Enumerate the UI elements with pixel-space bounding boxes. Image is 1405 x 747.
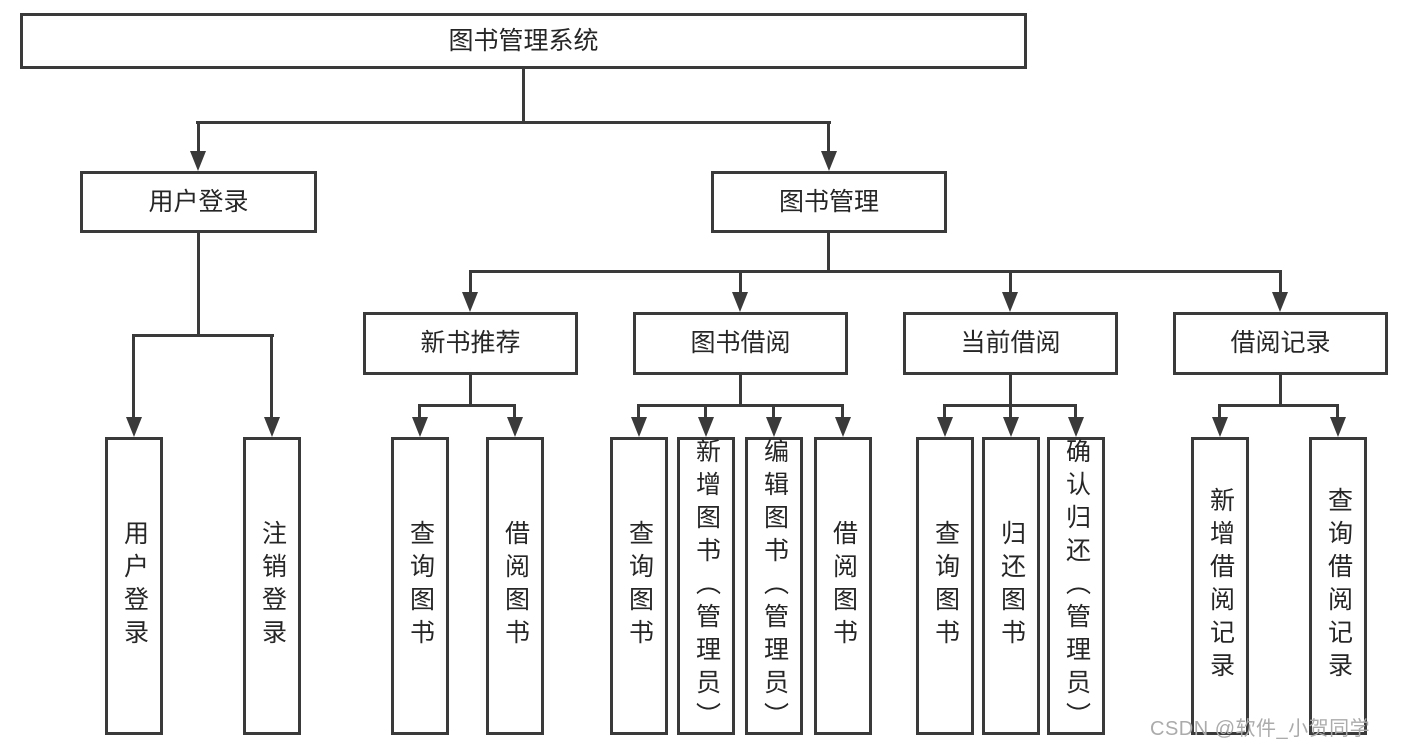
- node-user-login: 用户登录: [80, 171, 317, 233]
- connector-arrowhead: [1330, 417, 1346, 437]
- connector-line: [1009, 375, 1012, 407]
- connector-line: [841, 404, 844, 418]
- connector-line: [637, 404, 844, 407]
- node-borrowing-records: 借阅记录: [1173, 312, 1388, 375]
- node-current-borrowing: 当前借阅: [903, 312, 1118, 375]
- connector-line: [1279, 270, 1282, 295]
- watermark-text: CSDN @软件_小贺同学: [1150, 718, 1371, 740]
- connector-line: [522, 68, 525, 123]
- connector-line: [132, 334, 135, 420]
- connector-line: [1336, 404, 1339, 418]
- connector-line: [1074, 404, 1077, 418]
- connector-arrowhead: [190, 151, 206, 171]
- connector-line: [1218, 404, 1221, 418]
- connector-line: [943, 404, 946, 418]
- connector-line: [739, 375, 742, 407]
- leaf-add-book-admin: 新增图书（管理员）: [677, 437, 735, 735]
- connector-arrowhead: [1068, 417, 1084, 437]
- leaf-add-borrow-record: 新增借阅记录: [1191, 437, 1249, 735]
- leaf-label: 新增图书（管理员）: [692, 437, 721, 735]
- node-book-management: 图书管理: [711, 171, 947, 233]
- connector-line: [197, 233, 200, 337]
- connector-arrowhead: [766, 417, 782, 437]
- connector-arrowhead: [732, 292, 748, 312]
- connector-line: [739, 270, 742, 295]
- leaf-label: 查询图书: [625, 520, 654, 652]
- connector-line: [772, 404, 775, 418]
- leaf-borrow-books-recommend: 借阅图书: [486, 437, 544, 735]
- leaf-query-books-recommend: 查询图书: [391, 437, 449, 735]
- connector-line: [418, 404, 516, 407]
- connector-arrowhead: [631, 417, 647, 437]
- leaf-label: 用户登录: [120, 520, 149, 652]
- connector-line: [513, 404, 516, 418]
- connector-arrowhead: [1002, 292, 1018, 312]
- connector-line: [132, 334, 274, 337]
- leaf-label: 归还图书: [997, 520, 1026, 652]
- node-book-borrowing: 图书借阅: [633, 312, 848, 375]
- connector-arrowhead: [126, 417, 142, 437]
- connector-arrowhead: [937, 417, 953, 437]
- leaf-query-books-current: 查询图书: [916, 437, 974, 735]
- connector-line: [637, 404, 640, 418]
- leaf-user-login: 用户登录: [105, 437, 163, 735]
- connector-line: [196, 121, 831, 124]
- leaf-label: 确认归还（管理员）: [1062, 437, 1091, 735]
- connector-line: [469, 270, 472, 295]
- connector-line: [469, 375, 472, 407]
- leaf-query-books-borrowing: 查询图书: [610, 437, 668, 735]
- connector-arrowhead: [462, 292, 478, 312]
- node-new-book-recommend: 新书推荐: [363, 312, 578, 375]
- leaf-label: 新增借阅记录: [1206, 487, 1235, 685]
- connector-line: [1009, 270, 1012, 295]
- leaf-label: 查询图书: [406, 520, 435, 652]
- connector-line: [704, 404, 707, 418]
- leaf-label: 编辑图书（管理员）: [760, 437, 789, 735]
- connector-line: [197, 121, 200, 153]
- connector-line: [1009, 404, 1012, 418]
- leaf-logout: 注销登录: [243, 437, 301, 735]
- connector-arrowhead: [698, 417, 714, 437]
- leaf-label: 借阅图书: [829, 520, 858, 652]
- connector-arrowhead: [507, 417, 523, 437]
- leaf-confirm-return-admin: 确认归还（管理员）: [1047, 437, 1105, 735]
- leaf-borrow-books-borrowing: 借阅图书: [814, 437, 872, 735]
- node-library-system: 图书管理系统: [20, 13, 1027, 69]
- connector-line: [418, 404, 421, 418]
- leaf-query-borrow-record: 查询借阅记录: [1309, 437, 1367, 735]
- connector-line: [1218, 404, 1339, 407]
- leaf-edit-book-admin: 编辑图书（管理员）: [745, 437, 803, 735]
- connector-arrowhead: [835, 417, 851, 437]
- connector-line: [469, 270, 1282, 273]
- connector-line: [1279, 375, 1282, 407]
- connector-line: [827, 121, 830, 153]
- connector-arrowhead: [1272, 292, 1288, 312]
- connector-arrowhead: [1212, 417, 1228, 437]
- leaf-label: 查询借阅记录: [1324, 487, 1353, 685]
- connector-arrowhead: [821, 151, 837, 171]
- leaf-label: 注销登录: [258, 520, 287, 652]
- connector-line: [270, 334, 273, 420]
- leaf-return-book: 归还图书: [982, 437, 1040, 735]
- connector-line: [827, 233, 830, 273]
- leaf-label: 借阅图书: [501, 520, 530, 652]
- leaf-label: 查询图书: [931, 520, 960, 652]
- connector-arrowhead: [264, 417, 280, 437]
- connector-arrowhead: [1003, 417, 1019, 437]
- connector-arrowhead: [412, 417, 428, 437]
